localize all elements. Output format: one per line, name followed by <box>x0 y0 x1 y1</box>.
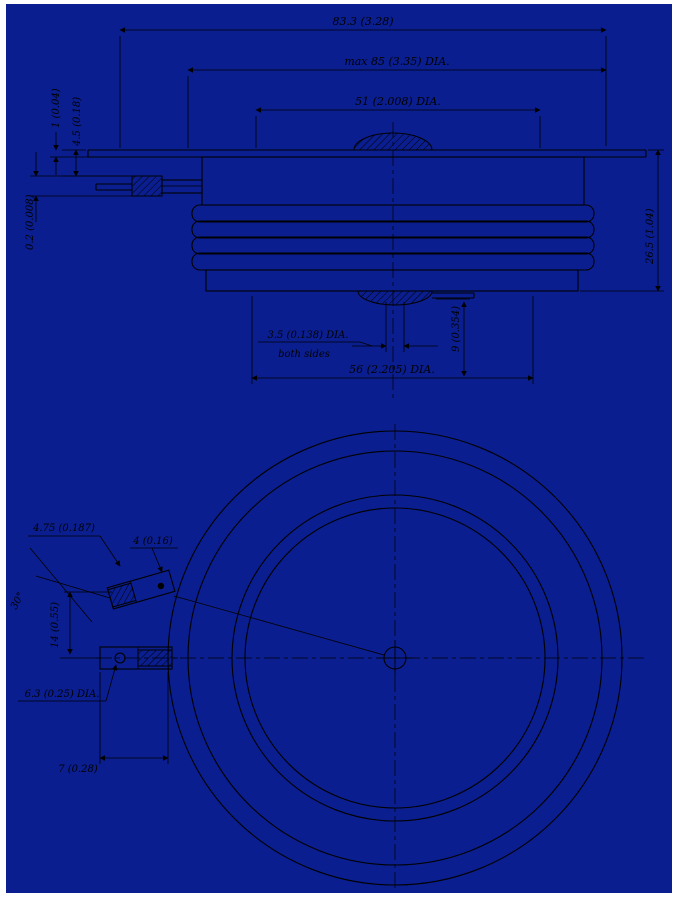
dim-max-dia-label: max 85 (3.35) DIA. <box>344 55 449 68</box>
plan-center-hole <box>377 640 413 676</box>
dim-plate-thk-label: 1 (0.04) <box>51 88 62 128</box>
dim-hole-position: 7 (0.28) <box>58 672 169 775</box>
dim-pole-diameter: 51 (2.008) DIA. <box>255 95 541 148</box>
dim-lug-end: 4 (0.16) <box>130 536 178 573</box>
dim-terminal-hole: 6.3 (0.25) DIA. <box>18 664 118 702</box>
dim-gate-depth: 9 (0.354) <box>436 298 470 377</box>
drawing-background <box>6 4 672 893</box>
bottom-gate-boss <box>357 290 433 306</box>
dim-lug-end-label: 4 (0.16) <box>132 536 173 547</box>
dim-overall-label: 83.3 (3.28) <box>332 15 393 28</box>
side-gate-terminal <box>95 175 203 197</box>
dim-terminal-hole-label: 6.3 (0.25) DIA. <box>25 689 100 700</box>
dim-hole-dia-label: 3.5 (0.138) DIA. <box>267 330 348 341</box>
dim-lead-offset: 14 (0.55) <box>50 591 112 659</box>
dim-overall-width: 83.3 (3.28) <box>119 15 607 148</box>
dim-plate-thickness: 1 (0.04) <box>50 88 88 175</box>
side-view: 83.3 (3.28) max 85 (3.35) DIA. 51 (2.008… <box>25 15 664 400</box>
dim-height-label: 26.5 (1.04) <box>645 208 656 265</box>
dim-lug-width-label: 4.75 (0.187) <box>32 523 95 534</box>
dim-hole-note-label: both sides <box>278 349 330 360</box>
dim-gate-depth-label: 9 (0.354) <box>451 306 462 352</box>
angled-gate-lug <box>106 569 176 610</box>
dim-lug-thk-label: 0.2 (0.008) <box>25 194 36 250</box>
plan-circles <box>167 430 623 886</box>
dim-body-dia-label: 56 (2.205) DIA. <box>349 363 435 376</box>
dim-height: 26.5 (1.04) <box>580 149 664 292</box>
dim-body-diameter: 56 (2.205) DIA. <box>251 296 534 384</box>
dim-center-hole: 3.5 (0.138) DIA. both sides <box>258 302 438 360</box>
dim-plate-gap-label: 4.5 (0.18) <box>72 97 83 147</box>
dim-hole-pos-label: 7 (0.28) <box>58 764 98 775</box>
dim-lug-thickness: 0.2 (0.008) <box>25 152 132 250</box>
dim-pole-dia-label: 51 (2.008) DIA. <box>355 95 441 108</box>
dim-lead-offset-label: 14 (0.55) <box>50 602 61 648</box>
dim-max-diameter: max 85 (3.35) DIA. <box>187 55 607 148</box>
dim-lug-width: 4.75 (0.187) <box>28 523 121 567</box>
gate-lead-wire <box>173 595 385 656</box>
top-gate-boss <box>353 132 433 151</box>
bottom-gate-lead <box>432 292 475 299</box>
